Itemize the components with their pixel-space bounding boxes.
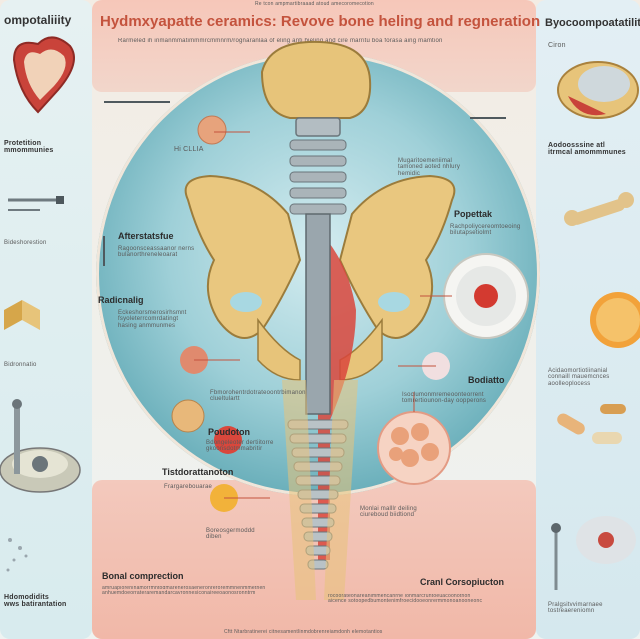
left-section-3: Bidronnatio: [4, 362, 37, 368]
label-cella-desc: Mugaritoemeniimal tamoned aoted nhlury h…: [398, 158, 461, 177]
cell-cluster-inset-icon: [377, 411, 451, 485]
bone-icon: [564, 192, 634, 226]
label-popettak: Popettak: [454, 209, 493, 219]
right-label-ciron: Ciron: [548, 42, 566, 49]
connector-lines: [194, 131, 452, 499]
label-poudoton: Poudoton: [208, 427, 250, 437]
left-panel-title: ompotaliiity: [4, 13, 72, 27]
bone-section-icon: [557, 61, 639, 119]
left-pelvis-wing: [184, 174, 302, 339]
capsule-icon: [557, 404, 626, 444]
right-section-1: Aodoosssine atl itrmcal amommmunes: [548, 142, 626, 157]
label-plate-desc: Boreosgermoddd diben: [206, 528, 255, 541]
right-pelvis-wing: [338, 174, 456, 339]
left-section-1: Protetition mmommunies: [4, 140, 54, 155]
footer-caption: Cftt Ntarbratinerei citnesamentlinmdobre…: [224, 629, 383, 635]
right-section-3: Pralgsitvvimarnaee tostreaereniomn: [548, 602, 603, 615]
top-caption: Re tcon ampmartibraaad atoud amecoromeco…: [255, 1, 374, 7]
footer-right-title: Cranl Corsopiucton: [420, 577, 505, 587]
footer-left-desc: amruapioreninamorrmntodmarenerosaeneronr…: [102, 586, 266, 597]
page-title: Hydmxyapatte ceramics: Revove bone helin…: [100, 13, 541, 30]
label-afterstatsfue-desc: Ragoonsceassaanor nerns bulanorthreneleo…: [118, 246, 195, 259]
right-section-2: Acidaomortiotiinanial connaill mauemcnce…: [548, 368, 610, 387]
label-fibrous-desc: Fbmorohentrdotrateoontrbimanon clueltula…: [210, 390, 306, 403]
label-cella: Hi CLLIA: [174, 146, 204, 153]
footer-right-desc: rocoorateonareanimmencanrhe ionmarcrunto…: [328, 594, 483, 605]
implant-head: [295, 117, 341, 137]
cell-icon: [551, 516, 636, 590]
small-pin-icon: [103, 101, 506, 266]
left-section-2: Bideshorestion: [4, 240, 47, 246]
skull-bone-shape: [260, 40, 372, 119]
page-subtitle: Rarmeled ih inmanmmatimmmrcmmnrm/rognara…: [118, 38, 443, 44]
label-bodatto-desc: Isoclumonmremeoonteorrent tomrertiounon-…: [402, 392, 487, 405]
label-afterstatsfue: Afterstatsfue: [118, 231, 174, 241]
label-radicnalig-desc: Eckeshorsmerosirhsmnt fsyoleterrcomrdati…: [118, 310, 187, 329]
implant-screw-threads: [289, 139, 347, 215]
label-fiber-desc: Monlai malllr deiling ciureboud biidtion…: [360, 506, 417, 519]
granule-disc-icon: [590, 292, 640, 348]
label-radicnalig: Radicnalig: [98, 295, 144, 305]
pin-icon: [8, 196, 64, 211]
osteon-inset-icon: [443, 253, 529, 339]
bone-block-icon: [4, 300, 40, 330]
disc-implant-icon: [0, 399, 81, 493]
left-hip-socket: [230, 292, 262, 312]
label-tistdoratton-desc: Frargarebouarae: [164, 484, 213, 490]
label-bodatto: Bodiatto: [468, 375, 505, 385]
label-popettak-desc: Rachpoliycereomtoeoing bilutapsetiolmt: [450, 224, 521, 237]
right-panel-title: Byocoompoatatility: [545, 17, 640, 29]
label-poudoton-desc: Bdongeleoter dertiitorre gkoonsdotmmabri…: [206, 440, 274, 453]
particles-icon: [6, 538, 28, 572]
footer-left-title: Bonal comprection: [102, 571, 184, 581]
right-hip-socket: [378, 292, 410, 312]
left-section-footer: Hdomodidits wws batirantation: [4, 594, 67, 609]
heart-bone-icon: [12, 36, 75, 114]
label-tistdoratton: Tistdorattanoton: [162, 467, 234, 477]
implant-rod: [305, 213, 331, 415]
